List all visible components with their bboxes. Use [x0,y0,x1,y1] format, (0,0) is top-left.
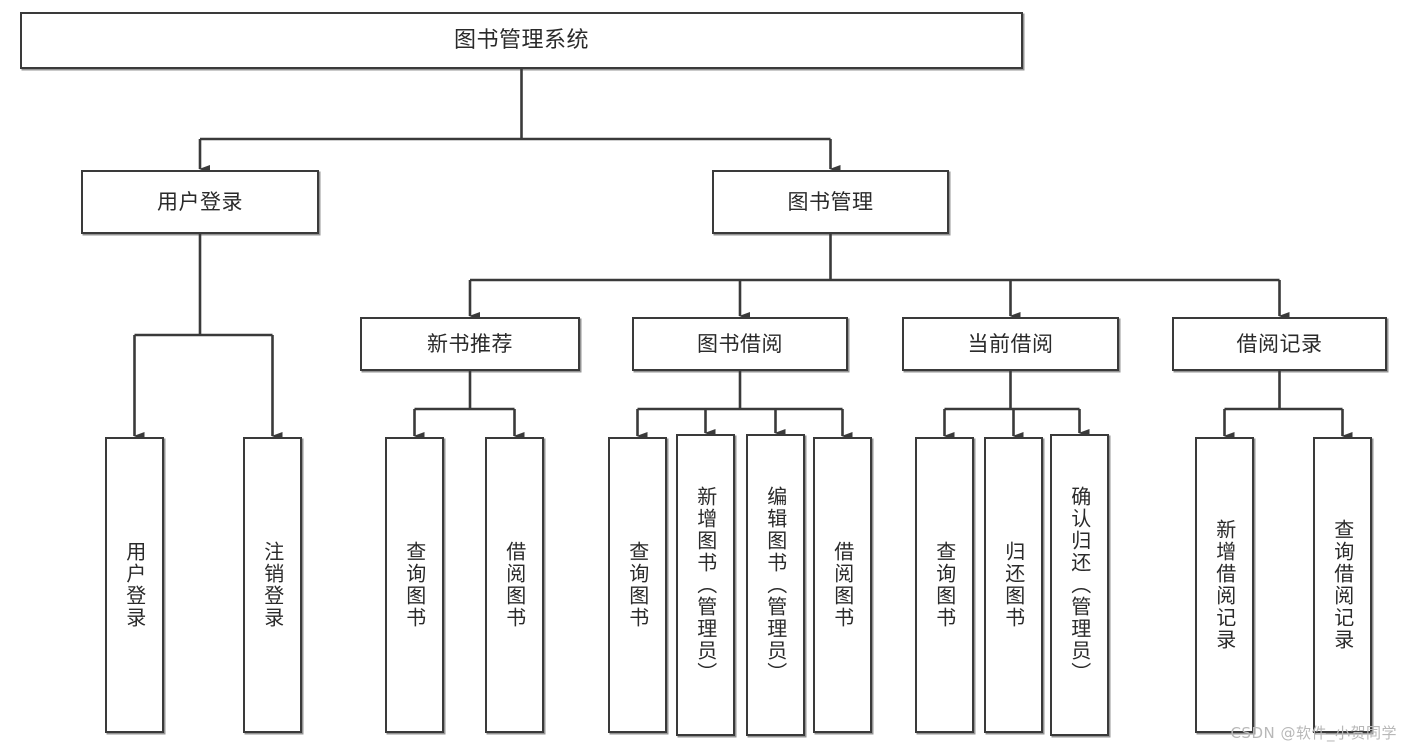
node-leaf-return-book[interactable]: 归还图书 [984,437,1043,733]
node-label: 查询图书 [625,541,650,629]
node-label: 新增图书（管理员） [693,486,718,684]
node-leaf-query-borrow-record[interactable]: 查询借阅记录 [1313,437,1372,733]
node-leaf-logout[interactable]: 注销登录 [243,437,302,733]
node-label: 当前借阅 [967,331,1054,356]
node-label: 图书管理系统 [453,27,589,53]
node-new-book-recommendation[interactable]: 新书推荐 [360,317,580,371]
node-label: 注销登录 [260,541,285,629]
node-label: 查询借阅记录 [1330,519,1355,651]
node-leaf-edit-book-admin[interactable]: 编辑图书（管理员） [746,434,805,736]
node-leaf-add-borrow-record[interactable]: 新增借阅记录 [1195,437,1254,733]
node-leaf-query-book-current[interactable]: 查询图书 [915,437,974,733]
node-label: 查询图书 [932,541,957,629]
node-label: 图书管理 [787,189,874,214]
node-root-book-management-system[interactable]: 图书管理系统 [20,12,1023,69]
node-leaf-query-book-borrow[interactable]: 查询图书 [608,437,667,733]
csdn-watermark: CSDN @软件_小贺同学 [1230,724,1397,742]
node-leaf-add-book-admin[interactable]: 新增图书（管理员） [676,434,735,736]
node-current-borrowing[interactable]: 当前借阅 [902,317,1119,371]
node-borrowing-record[interactable]: 借阅记录 [1172,317,1387,371]
node-label: 图书借阅 [697,331,783,356]
node-label: 确认归还（管理员） [1067,486,1092,684]
node-label: 新增借阅记录 [1212,519,1237,651]
node-label: 借阅记录 [1236,331,1323,356]
node-label: 查询图书 [402,541,427,629]
node-label: 归还图书 [1001,541,1026,629]
node-label: 借阅图书 [830,541,855,629]
node-leaf-user-login[interactable]: 用户登录 [105,437,164,733]
node-label: 借阅图书 [502,541,527,629]
node-user-login[interactable]: 用户登录 [81,170,319,234]
node-leaf-query-book-newbook[interactable]: 查询图书 [385,437,444,733]
node-label: 编辑图书（管理员） [763,486,788,684]
node-label: 用户登录 [122,541,147,629]
node-leaf-borrow-book-newbook[interactable]: 借阅图书 [485,437,544,733]
node-book-borrowing[interactable]: 图书借阅 [632,317,848,371]
node-book-management[interactable]: 图书管理 [712,170,949,234]
node-leaf-confirm-return-admin[interactable]: 确认归还（管理员） [1050,434,1109,736]
node-label: 用户登录 [157,189,243,214]
node-label: 新书推荐 [427,331,513,356]
node-leaf-borrow-book[interactable]: 借阅图书 [813,437,872,733]
